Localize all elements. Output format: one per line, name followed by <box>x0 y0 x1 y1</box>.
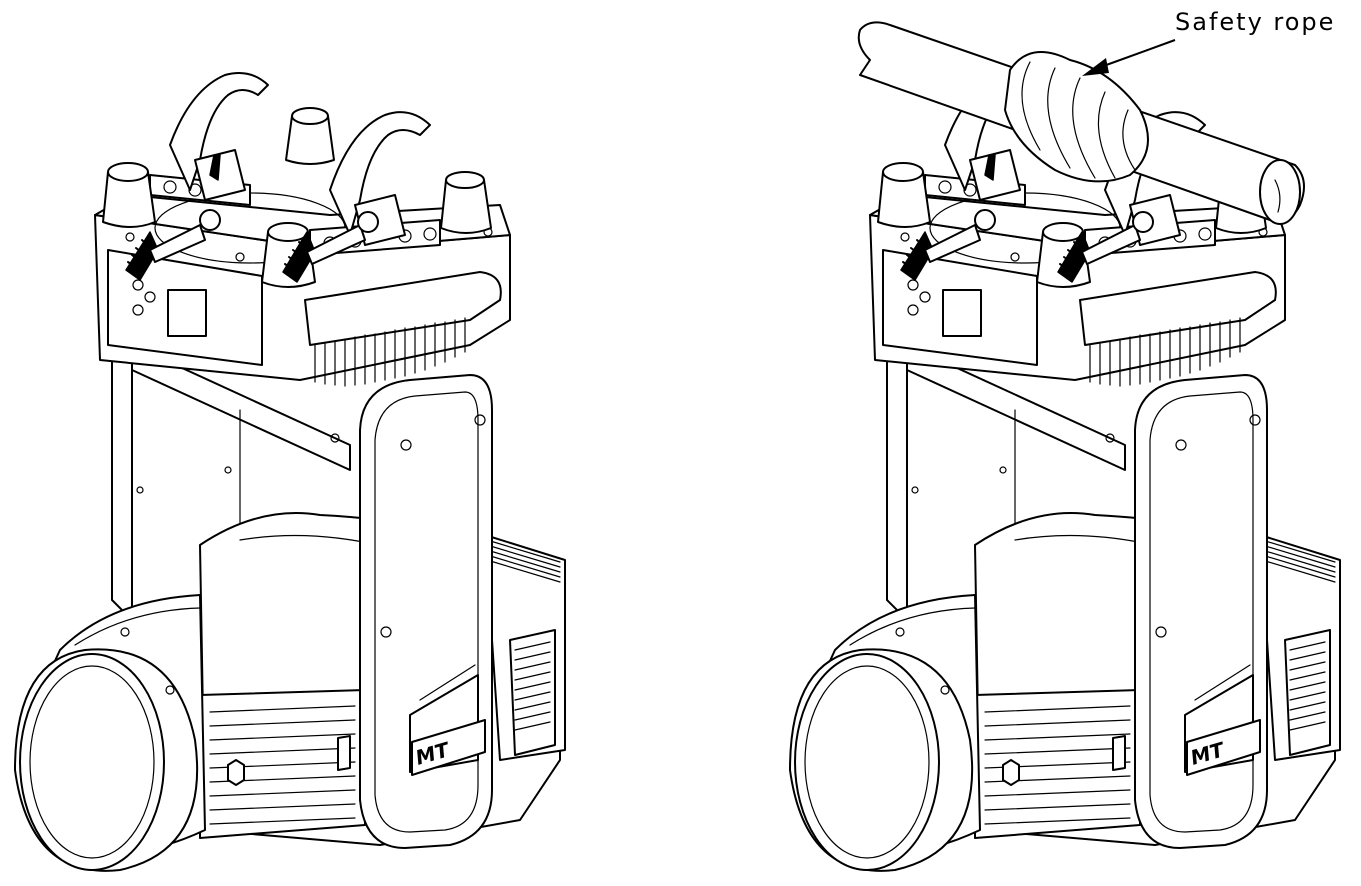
fixture-left: MT <box>14 71 566 872</box>
callout-leader-line <box>1097 39 1176 69</box>
safety-rope-callout: Safety rope <box>1082 8 1335 76</box>
fixture-right: MT <box>789 71 1341 872</box>
callout-arrowhead <box>1082 58 1109 76</box>
callout-label: Safety rope <box>1175 8 1335 36</box>
